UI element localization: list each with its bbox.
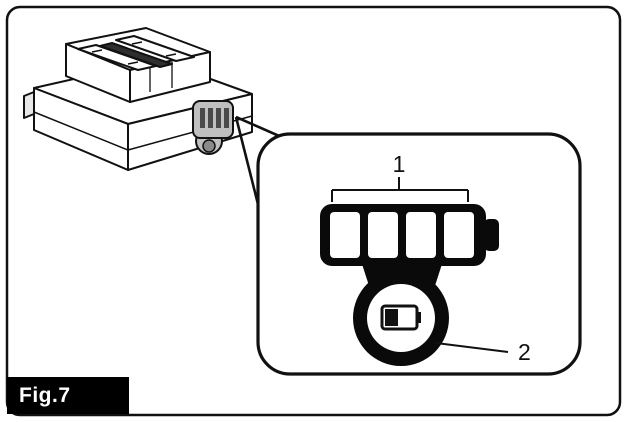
- label-2: 2: [518, 339, 531, 365]
- callout-1: 1: [331, 151, 469, 202]
- label-1-bracket: [331, 177, 469, 202]
- battery-latch: [23, 91, 35, 119]
- small-battery-icon: [380, 304, 421, 331]
- figure-caption: Fig.7: [7, 377, 129, 414]
- gauge-tip: [484, 219, 499, 251]
- gauge-segment: [444, 212, 474, 258]
- indicator-window-icon: [192, 100, 234, 155]
- label-2-line: [435, 342, 509, 353]
- label-1: 1: [393, 151, 406, 177]
- terminal-detail-lines: [149, 62, 173, 92]
- gauge-segment: [368, 212, 398, 258]
- gauge-segment: [406, 212, 436, 258]
- battery-pack-illustration: [23, 27, 253, 171]
- rail-notches: [91, 41, 177, 65]
- battery-level-gauge-icon: [320, 204, 499, 266]
- callout-2: 2: [435, 339, 531, 365]
- battery-check-button-icon: [353, 264, 449, 366]
- gauge-segment: [330, 212, 360, 258]
